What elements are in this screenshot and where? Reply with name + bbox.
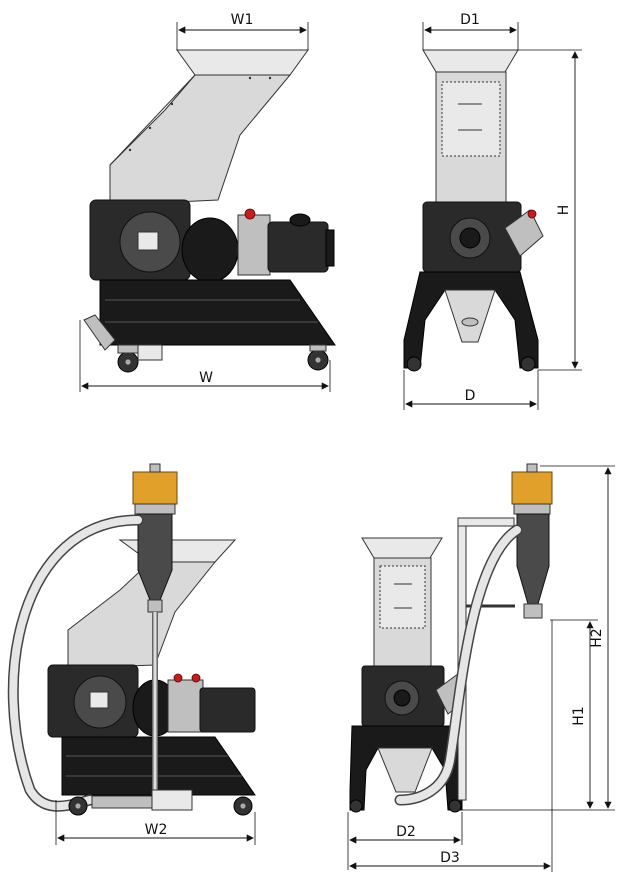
label-w2: W2 <box>145 822 168 838</box>
base-frame-2 <box>61 736 256 796</box>
label-h1: H1 <box>571 706 587 725</box>
dimension-h2: H2 <box>540 465 615 811</box>
side-view-with-loader <box>7 463 256 816</box>
dimension-h: H <box>518 49 582 371</box>
label-w: W <box>199 370 213 386</box>
dimension-d2: D2 <box>347 812 463 870</box>
label-w1: W1 <box>231 12 254 28</box>
hopper-chute <box>109 74 292 206</box>
front-view-with-loader <box>349 463 553 813</box>
dimension-w1: W1 <box>176 12 309 50</box>
emergency-stop-front-icon <box>527 209 537 219</box>
base-frame <box>99 279 336 346</box>
drive-housing <box>181 217 239 283</box>
label-d: D <box>465 388 476 404</box>
motor-2 <box>199 687 256 733</box>
discharge-spout <box>83 314 116 351</box>
label-h2: H2 <box>589 628 605 647</box>
collection-cone-2 <box>377 747 433 793</box>
blower-unit <box>151 789 193 811</box>
emergency-stop-icon <box>244 208 256 220</box>
hopper-top-front <box>422 49 519 73</box>
motor <box>267 221 329 273</box>
label-h: H <box>556 205 572 216</box>
side-view <box>83 49 336 373</box>
dimension-d: D <box>403 370 539 410</box>
latch <box>137 231 159 251</box>
filter-cartridge-front <box>511 471 553 505</box>
control-box-front <box>504 209 544 257</box>
dimension-d1: D1 <box>422 12 519 50</box>
label-d2: D2 <box>396 824 416 840</box>
coupling-guard <box>237 214 271 276</box>
hopper-top-tray-2 <box>118 539 237 563</box>
dimension-h1: H1 <box>462 619 598 811</box>
label-d1: D1 <box>460 12 480 28</box>
dimension-w2: W2 <box>55 800 256 845</box>
coupling-guard-2 <box>167 679 204 733</box>
dimension-d3: D3 <box>349 620 553 872</box>
dimension-w: W <box>79 320 331 392</box>
collection-cone <box>444 289 496 343</box>
hopper-top-front-2 <box>361 537 443 559</box>
hopper-top-tray <box>176 49 309 76</box>
label-d3: D3 <box>440 850 460 866</box>
front-view <box>403 49 544 372</box>
filter-cartridge <box>132 471 178 505</box>
